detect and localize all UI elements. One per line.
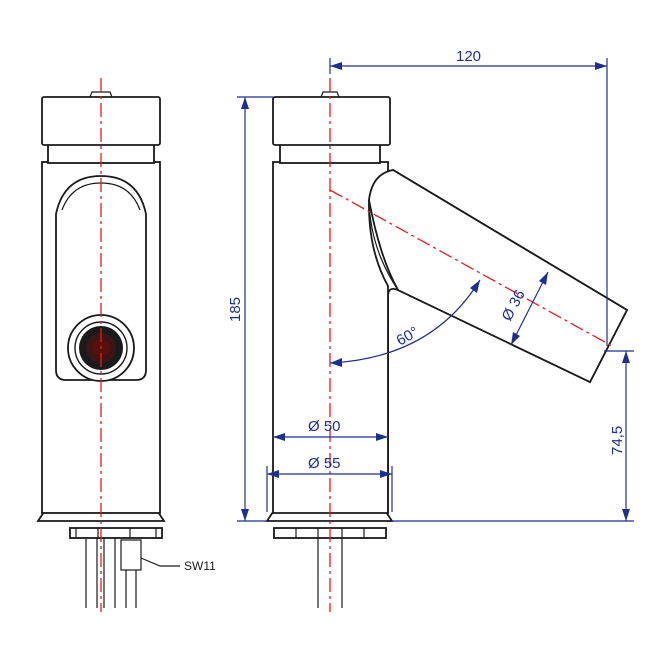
dimension-label-74-5: 74,5 <box>609 426 626 455</box>
dimension-height-74-5: 74,5 <box>392 350 634 522</box>
front-view-supply-pipe <box>317 538 343 608</box>
dimension-label-dia-50: Ø 50 <box>308 418 341 435</box>
dimension-diameter-50: Ø 50 <box>273 418 388 441</box>
dimension-label-185: 185 <box>227 297 244 322</box>
dimension-diameter-55: Ø 55 <box>266 455 393 512</box>
front-view-cap <box>272 96 391 146</box>
side-view-mounting-nut <box>69 527 163 539</box>
front-view <box>265 78 629 612</box>
spout-axis-centerline <box>329 189 613 347</box>
dimension-label-dia-55: Ø 55 <box>308 455 341 472</box>
dimension-label-angle-60: 60° <box>394 323 422 349</box>
wrench-size-label: SW11 <box>184 559 216 573</box>
dimension-height-185: 185 <box>227 96 273 522</box>
dimension-label-120: 120 <box>456 48 481 65</box>
wrench-size-callout: SW11 <box>140 557 216 573</box>
front-view-spout-overlay <box>368 169 629 384</box>
side-view-supply-pipes <box>85 538 142 608</box>
dimension-width-120: 120 <box>329 48 608 346</box>
side-view: SW11 <box>36 78 216 612</box>
